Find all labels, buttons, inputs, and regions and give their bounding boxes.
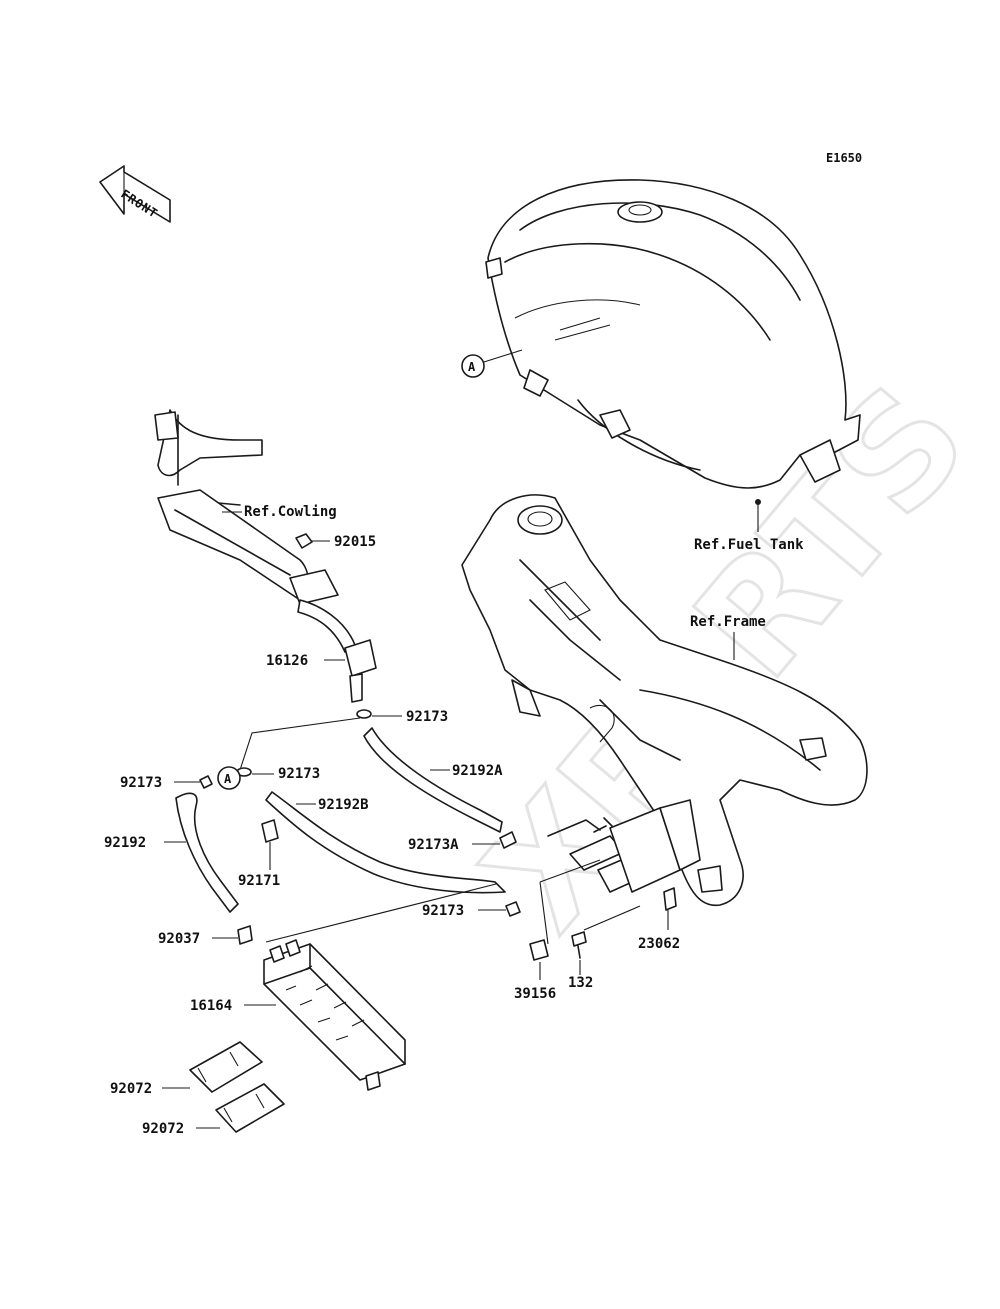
svg-text:92192A: 92192A [452, 763, 503, 779]
svg-text:92173: 92173 [406, 709, 448, 725]
cowling-bracket [154, 409, 356, 653]
diagram-code: E1650 [826, 151, 862, 165]
svg-text:92072: 92072 [110, 1081, 152, 1097]
svg-text:16126: 16126 [266, 653, 308, 669]
part-92173-a: 92173 [356, 709, 448, 725]
part-92171: 92171 [238, 819, 280, 889]
part-92173-d: 92173 [422, 901, 521, 919]
svg-text:A: A [468, 360, 476, 374]
part-39156: 39156 [514, 939, 556, 1002]
svg-text:23062: 23062 [638, 936, 680, 952]
ref-fuel-tank: Ref.Fuel Tank [694, 537, 804, 553]
svg-text:92015: 92015 [334, 534, 376, 550]
svg-text:92173: 92173 [422, 903, 464, 919]
svg-text:92173: 92173 [120, 775, 162, 791]
callout-a-tank: A [461, 349, 523, 378]
svg-text:A: A [224, 772, 232, 786]
part-23062: 23062 [547, 799, 701, 952]
front-arrow-icon: FRONT [99, 165, 171, 223]
svg-text:92072: 92072 [142, 1121, 184, 1137]
svg-text:132: 132 [568, 975, 593, 991]
ref-cowling: Ref.Cowling [244, 504, 337, 520]
hose-92192b: 92192B [265, 791, 506, 894]
part-92037: 92037 [158, 925, 253, 947]
svg-text:39156: 39156 [514, 986, 556, 1002]
part-16126: 16126 [266, 639, 377, 703]
svg-text:92037: 92037 [158, 931, 200, 947]
part-92072-b: 92072 [142, 1083, 285, 1137]
part-92015: 92015 [295, 533, 376, 550]
svg-text:16164: 16164 [190, 998, 232, 1014]
ref-frame: Ref.Frame [690, 614, 766, 630]
callout-a-hose: A [217, 766, 241, 790]
fuel-tank [485, 179, 861, 505]
part-132: 132 [568, 931, 593, 991]
part-92173a: 92173A [408, 831, 517, 853]
part-92173-b: 92173 [236, 766, 320, 782]
part-16164: 16164 [190, 939, 406, 1091]
hose-92192: 92192 [104, 792, 239, 913]
svg-text:92173A: 92173A [408, 837, 459, 853]
svg-text:92171: 92171 [238, 873, 280, 889]
svg-text:92192: 92192 [104, 835, 146, 851]
svg-text:92173: 92173 [278, 766, 320, 782]
frame [461, 494, 868, 906]
part-92173-c: 92173 [120, 775, 213, 791]
hose-92192a: 92192A [363, 727, 503, 833]
part-92072-a: 92072 [110, 1041, 263, 1097]
svg-text:92192B: 92192B [318, 797, 369, 813]
